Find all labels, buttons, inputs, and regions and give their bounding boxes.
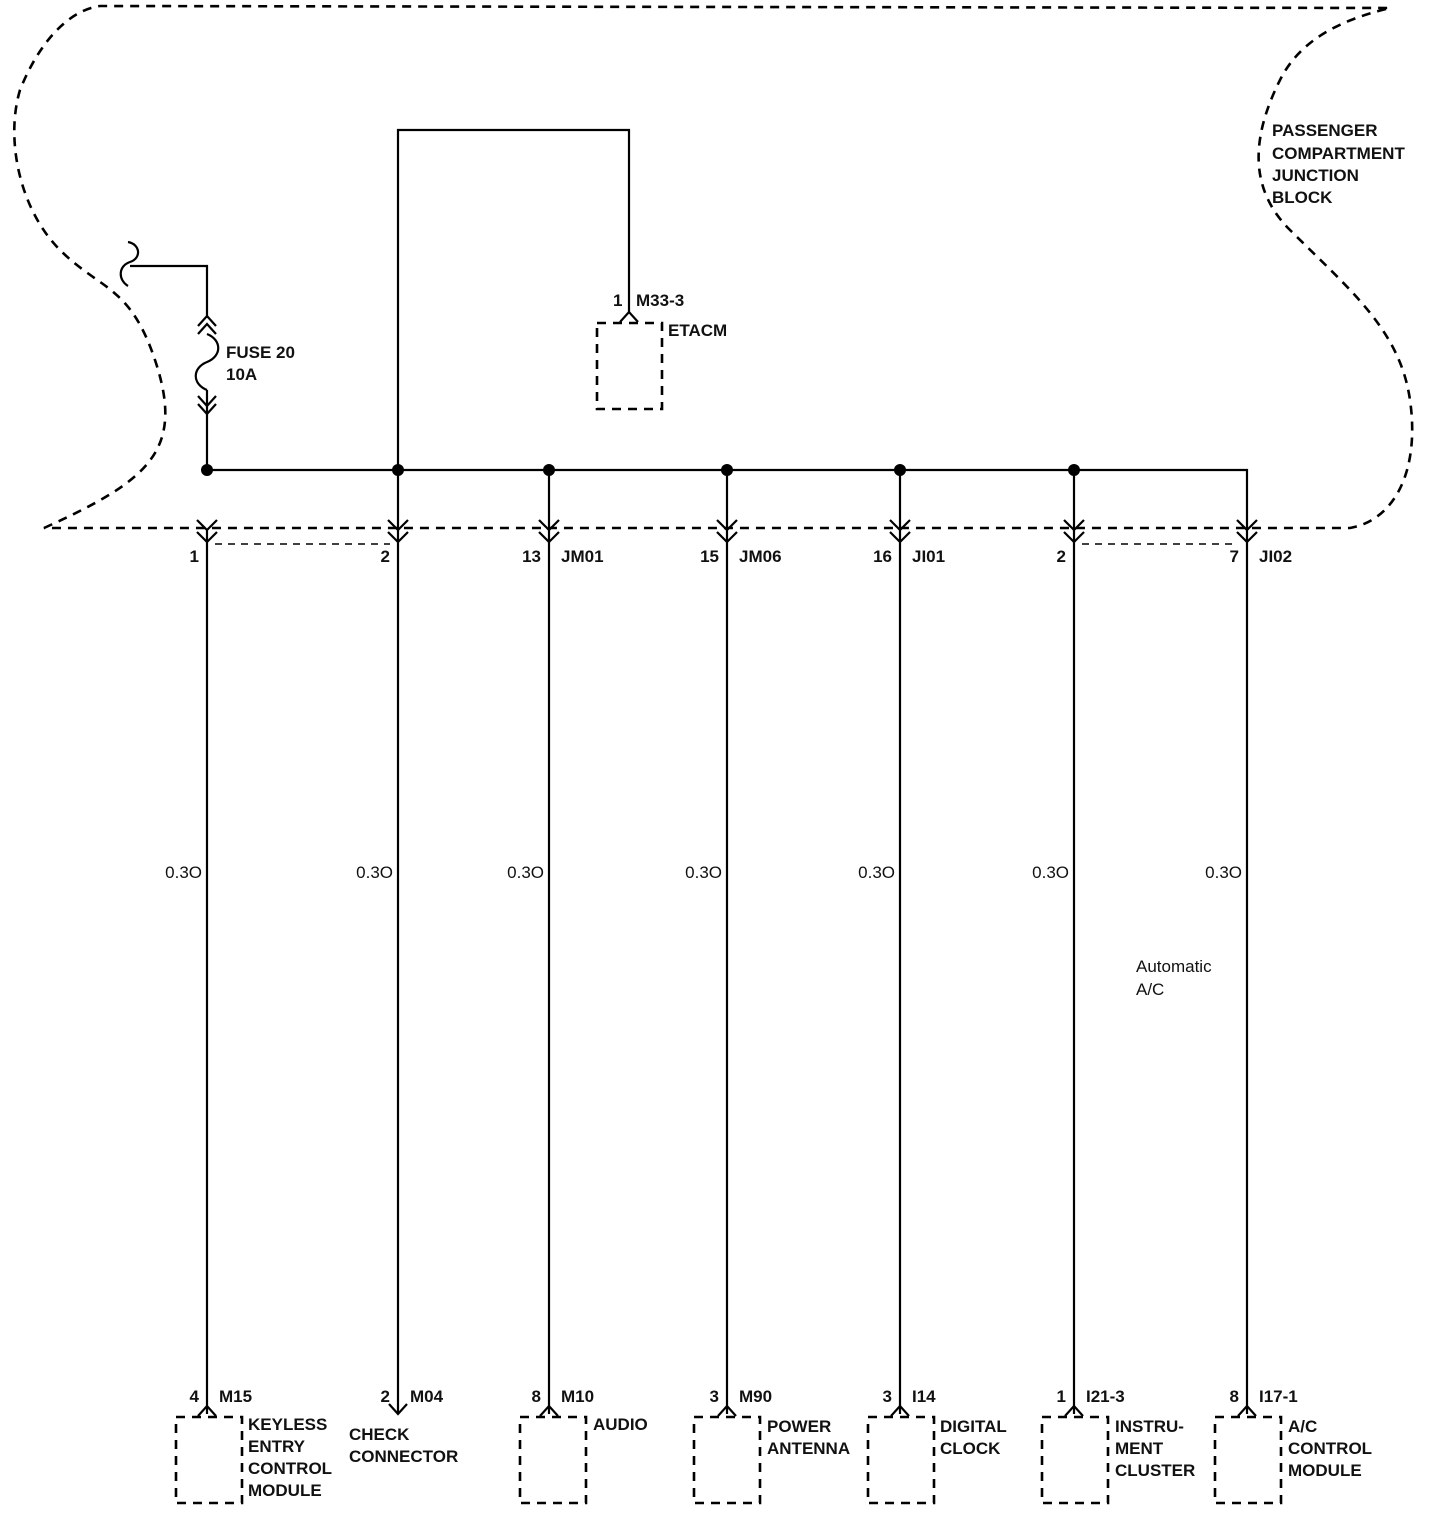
component-box	[866, 1415, 936, 1505]
component-pin: 4	[190, 1387, 200, 1406]
component-pin: 2	[381, 1387, 390, 1406]
jb-pin: 16	[873, 547, 892, 566]
component-terminal	[197, 1404, 217, 1417]
etacm-pin: 1	[613, 291, 622, 310]
etacm-name: ETACM	[668, 321, 727, 340]
etacm-terminal	[619, 310, 639, 323]
component-connector: M10	[561, 1387, 594, 1406]
component-terminal	[717, 1404, 737, 1417]
component-connector: I17-1	[1259, 1387, 1298, 1406]
component-box	[518, 1415, 588, 1505]
wire-spec: 0.3O	[165, 863, 202, 882]
component-connector: M90	[739, 1387, 772, 1406]
jb-pin: 1	[190, 547, 199, 566]
jb-pin: 2	[381, 547, 390, 566]
wire-spec: 0.3O	[356, 863, 393, 882]
component-terminal	[890, 1404, 910, 1417]
component-terminal	[539, 1404, 559, 1417]
etacm-connector: M33-3	[636, 291, 684, 310]
power-feed-hook	[119, 240, 140, 287]
component-connector: I21-3	[1086, 1387, 1125, 1406]
jb-pin: 15	[700, 547, 719, 566]
junction-block-outline	[13, 4, 1414, 530]
wire-spec: 0.3O	[858, 863, 895, 882]
fuse-rating: 10A	[226, 365, 257, 384]
fuse-20-symbol	[194, 314, 220, 470]
component-pin: 3	[710, 1387, 719, 1406]
power-feed-wire	[130, 264, 209, 318]
component-pin: 1	[1057, 1387, 1066, 1406]
jb-pin: 7	[1230, 547, 1239, 566]
splice-dot	[201, 464, 213, 476]
wire-spec: 0.3O	[1205, 863, 1242, 882]
component-box	[1213, 1415, 1283, 1505]
etacm-module-box	[595, 321, 664, 411]
jb-pin: 2	[1057, 547, 1066, 566]
junction-block-label: PASSENGER COMPARTMENT JUNCTION BLOCK	[1272, 121, 1410, 207]
jb-connector: JM01	[561, 547, 604, 566]
fuse-name: FUSE 20	[226, 343, 295, 362]
wire-spec: 0.3O	[1032, 863, 1069, 882]
component-pin: 3	[883, 1387, 892, 1406]
jb-connector: JI02	[1259, 547, 1292, 566]
component-pin: 8	[1230, 1387, 1239, 1406]
component-pin: 8	[532, 1387, 541, 1406]
component-box	[692, 1415, 762, 1505]
wire-spec: 0.3O	[507, 863, 544, 882]
component-terminal	[1237, 1404, 1257, 1417]
jb-connector: JI01	[912, 547, 945, 566]
wire-spec: 0.3O	[685, 863, 722, 882]
component-connector: M04	[410, 1387, 444, 1406]
etacm-wire	[396, 128, 631, 470]
component-connector: I14	[912, 1387, 936, 1406]
jb-pin: 13	[522, 547, 541, 566]
open-terminal	[388, 1403, 408, 1416]
component-box	[174, 1415, 244, 1505]
component-box	[1040, 1415, 1110, 1505]
component-name: AUDIO	[593, 1415, 648, 1434]
automatic-ac-note: Automatic A/C	[1136, 957, 1216, 999]
jb-connector: JM06	[739, 547, 782, 566]
component-connector: M15	[219, 1387, 252, 1406]
branch-3: 0.3O AUDIO	[507, 464, 648, 1505]
component-terminal	[1064, 1404, 1084, 1417]
